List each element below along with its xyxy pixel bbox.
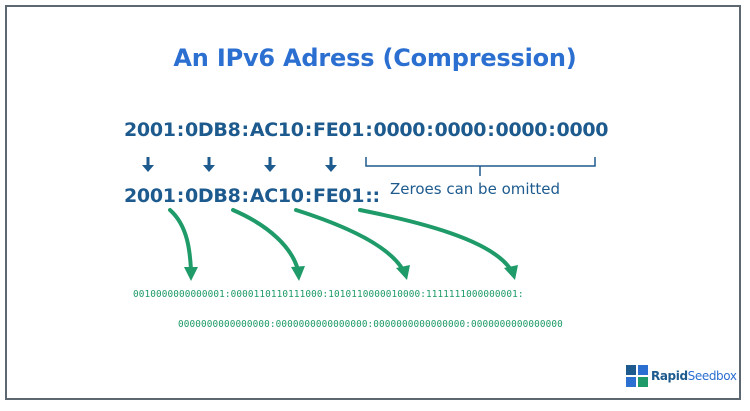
arrowhead-icon: [184, 267, 198, 281]
diagram-title: An IPv6 Adress (Compression): [173, 44, 577, 72]
binary-line-1: 0010000000000001:0000110110111000:101011…: [133, 289, 524, 300]
group-2: 0DB8: [185, 185, 241, 207]
logo-wordmark: RapidSeedbox: [651, 369, 737, 383]
separator: :: [304, 119, 313, 141]
down-arrow-icon: [203, 157, 215, 172]
separator: :: [176, 185, 185, 207]
group-7: 0000: [495, 119, 548, 141]
group-3: AC10: [249, 185, 304, 207]
down-arrow-icon: [264, 157, 276, 172]
group-2: 0DB8: [185, 119, 241, 141]
separator: :: [241, 119, 250, 141]
zeroes-bracket: [365, 157, 596, 176]
down-arrow-icon: [325, 157, 337, 172]
logo-grid-icon: [626, 365, 648, 387]
down-arrow-icon: [142, 157, 154, 172]
arrowhead-icon: [291, 266, 305, 281]
diagram-frame: [5, 5, 741, 400]
separator: :: [548, 119, 556, 141]
group-8: 0000: [556, 119, 609, 141]
compressed-ipv6-address: 2001:0DB8:AC10:FE01::: [124, 185, 381, 207]
separator: :: [426, 119, 434, 141]
curved-arrow-1: [168, 208, 193, 272]
zeroes-omitted-note: Zeroes can be omitted: [390, 180, 561, 198]
separator: :: [241, 185, 250, 207]
separator: :: [487, 119, 495, 141]
rapidseedbox-logo: RapidSeedbox: [626, 365, 737, 387]
curved-arrow-3: [294, 208, 405, 272]
group-1: 2001: [124, 119, 176, 141]
group-4: FE01: [313, 185, 365, 207]
binary-line-2: 0000000000000000:0000000000000000:000000…: [178, 319, 563, 330]
group-6: 0000: [434, 119, 487, 141]
curved-arrow-4: [358, 208, 513, 272]
separator: :: [304, 185, 313, 207]
curved-arrow-2: [231, 208, 300, 272]
double-colon: ::: [365, 185, 380, 207]
full-ipv6-address: 2001:0DB8:AC10:FE01:0000:0000:0000:0000: [124, 119, 609, 141]
group-1: 2001: [124, 185, 176, 207]
separator: :: [176, 119, 185, 141]
separator: :: [365, 119, 373, 141]
arrowhead-icon: [396, 265, 410, 280]
group-5: 0000: [373, 119, 426, 141]
arrowhead-icon: [504, 265, 518, 280]
group-3: AC10: [249, 119, 304, 141]
group-4: FE01: [313, 119, 365, 141]
